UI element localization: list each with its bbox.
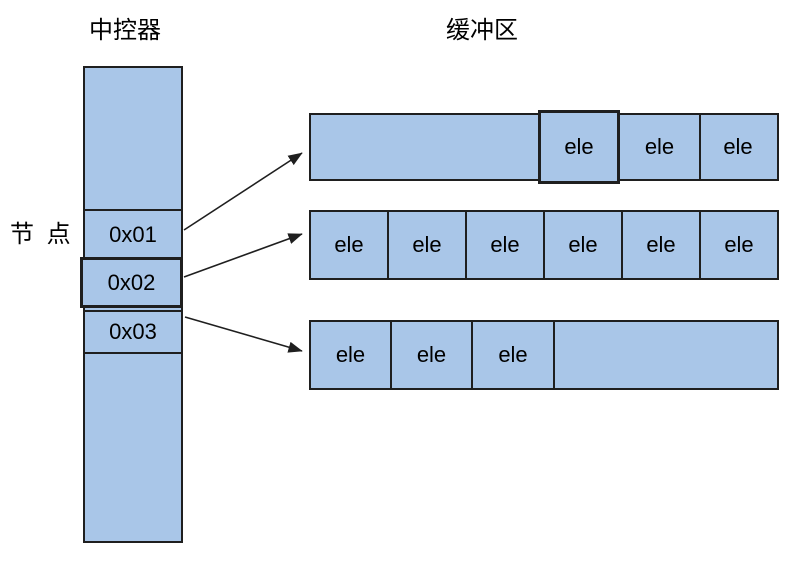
arrow-0x02-to-buffer-2 (183, 233, 303, 278)
node-label: 节 点 (10, 221, 74, 248)
buffer-row-1: ele ele ele (309, 110, 779, 184)
buffer-cell-ele: ele (699, 212, 777, 278)
column-divider (85, 310, 181, 312)
controller-cell-0x02-highlighted: 0x02 (80, 257, 183, 308)
buffer-cell-ele: ele (387, 212, 465, 278)
controller-cell-0x03: 0x03 (109, 319, 157, 344)
buffer-cell-ele: ele (335, 342, 366, 367)
buffer-cell-empty (553, 322, 777, 388)
column-divider (85, 352, 181, 354)
row-divider (699, 115, 701, 179)
column-divider (85, 209, 181, 211)
buffer-cell-ele: ele (471, 322, 553, 388)
buffer-cell-ele: ele (543, 212, 621, 278)
buffer-cell-ele: ele (334, 232, 364, 257)
buffer-cell-ele: ele (465, 212, 543, 278)
buffer-title: 缓冲区 (446, 17, 518, 44)
controller-title: 中控器 (89, 17, 161, 44)
buffer-cell-ele: ele (390, 322, 471, 388)
buffer-cell-ele: ele (723, 134, 753, 159)
arrow-0x01-to-buffer-1 (183, 152, 303, 231)
buffer-cell-ele-highlighted: ele (538, 110, 620, 184)
buffer-row-2: ele ele ele ele ele ele (309, 210, 779, 280)
controller-cell-0x01: 0x01 (109, 221, 157, 247)
buffer-cell-ele: ele (621, 212, 699, 278)
arrow-0x03-to-buffer-3 (184, 316, 303, 353)
buffer-cell-empty (311, 115, 538, 179)
buffer-row-3: ele ele ele (309, 320, 779, 390)
buffer-cell-ele: ele (644, 134, 675, 159)
